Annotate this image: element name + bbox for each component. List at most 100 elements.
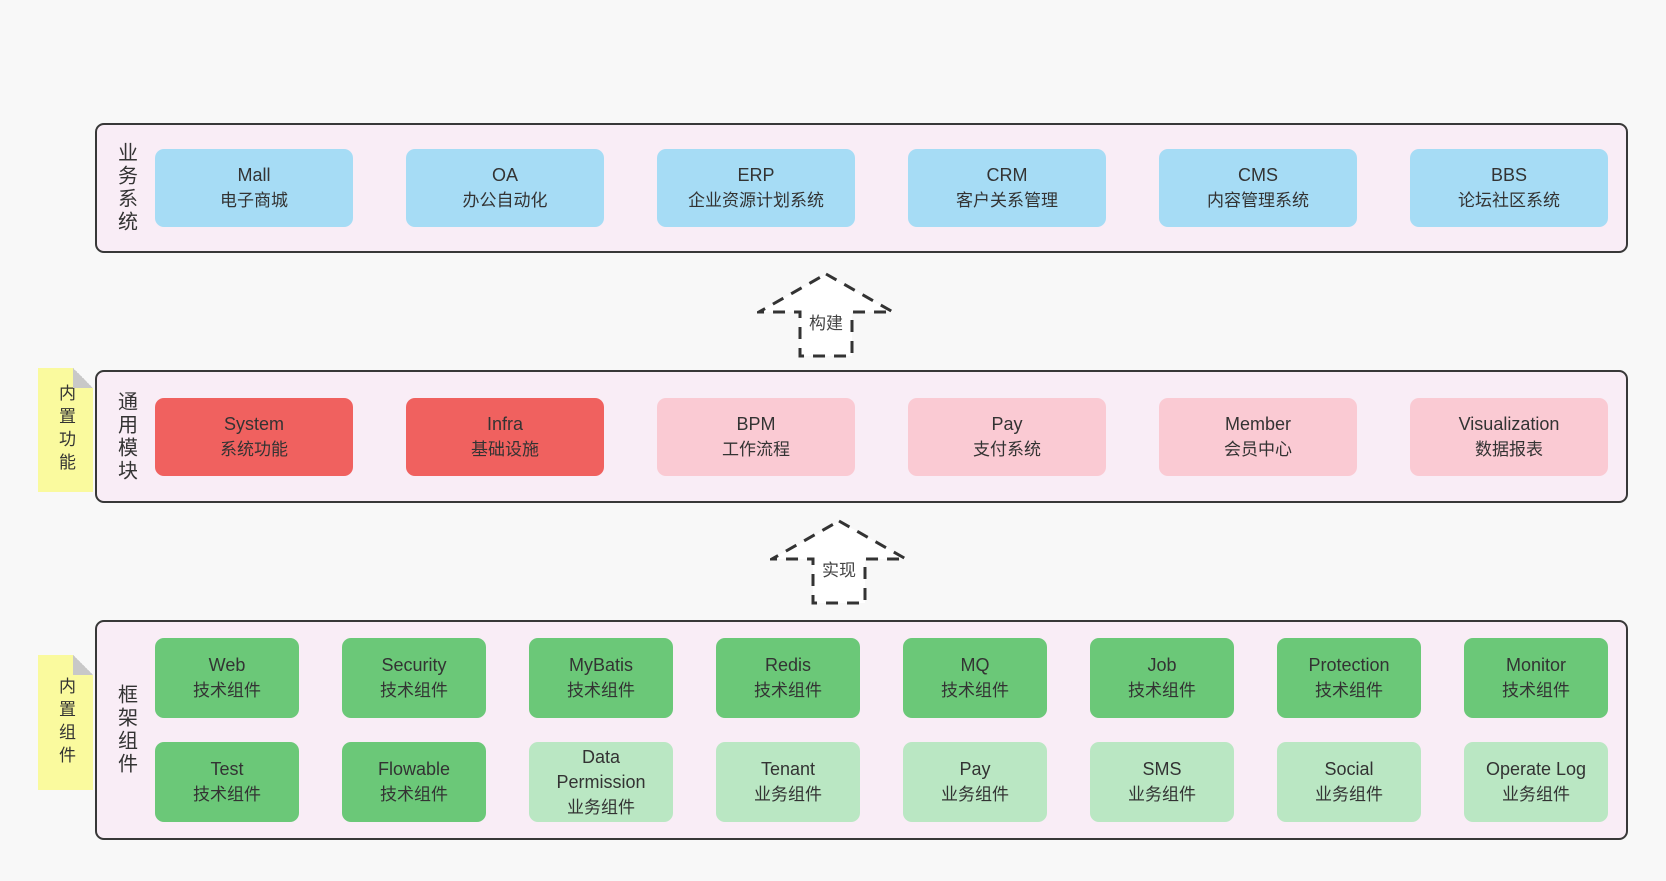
box-name: Web: [208, 655, 246, 675]
box-desc: 业务组件: [1315, 785, 1383, 804]
box-visualization: Visualization 数据报表: [1410, 397, 1608, 476]
box-desc: 技术组件: [380, 785, 448, 804]
box-oa: OA 办公自动化: [406, 149, 604, 227]
box-name: Job: [1147, 655, 1177, 675]
box-desc: 技术组件: [567, 681, 635, 700]
box-name: Protection: [1308, 655, 1390, 675]
box-desc: 技术组件: [1315, 681, 1383, 700]
box-desc: 数据报表: [1475, 439, 1543, 459]
box-name: Visualization: [1458, 413, 1560, 434]
box-protection: Protection 技术组件: [1277, 638, 1421, 718]
fold-corner-icon: [73, 655, 93, 675]
fold-corner-icon: [73, 368, 93, 388]
box-name: Test: [210, 759, 244, 779]
box-name: SMS: [1142, 759, 1182, 779]
box-name: Infra: [486, 413, 524, 434]
box-name: Security: [381, 655, 447, 675]
box-name: OA: [491, 165, 518, 185]
framework-components-label: 框架组件: [114, 684, 137, 776]
box-desc: 基础设施: [471, 439, 539, 459]
box-monitor: Monitor 技术组件: [1464, 638, 1608, 718]
box-name: CRM: [986, 165, 1028, 185]
box-flowable: Flowable 技术组件: [342, 742, 486, 822]
box-job: Job 技术组件: [1090, 638, 1234, 718]
box-name: Flowable: [377, 759, 451, 779]
box-data-permission: Data Permission 业务组件: [529, 742, 673, 822]
common-modules-label: 通用模块: [114, 390, 137, 483]
box-name: ERP: [737, 165, 775, 185]
box-name: Social: [1324, 759, 1374, 779]
business-systems-boxes: Mall 电子商城 OA 办公自动化 ERP 企业资源计划系统 CRM 客户关系管理 CMS 内容…: [155, 125, 1626, 251]
box-desc: 技术组件: [1128, 681, 1196, 700]
box-crm: CRM 客户关系管理: [908, 149, 1106, 227]
box-desc: 技术组件: [1502, 681, 1570, 700]
box-operate-log: Operate Log 业务组件: [1464, 742, 1608, 822]
box-name: BBS: [1490, 165, 1528, 185]
box-desc: 技术组件: [754, 681, 822, 700]
box-cms: CMS 内容管理系统: [1159, 149, 1357, 227]
box-erp: ERP 企业资源计划系统: [657, 149, 855, 227]
box-test: Test 技术组件: [155, 742, 299, 822]
box-desc: 技术组件: [193, 785, 261, 804]
box-desc: 办公自动化: [462, 191, 548, 210]
build-arrow: 构建: [757, 272, 895, 358]
box-name: MyBatis: [568, 655, 633, 675]
box-name: Monitor: [1505, 655, 1567, 675]
builtin-features-sticky-note: 内置功能: [38, 368, 93, 492]
box-desc: 工作流程: [722, 439, 790, 459]
box-desc: 业务组件: [754, 785, 822, 804]
box-tenant: Tenant 业务组件: [716, 742, 860, 822]
box-name: BPM: [736, 413, 776, 434]
box-bpm: BPM 工作流程: [657, 397, 855, 476]
builtin-features-sticky-label: 内置功能: [56, 384, 75, 476]
box-desc: 业务组件: [1128, 785, 1196, 804]
box-mall: Mall 电子商城: [155, 149, 353, 227]
box-name: CMS: [1238, 165, 1278, 185]
box-name: Operate Log: [1485, 759, 1587, 779]
box-desc: 业务组件: [1502, 785, 1570, 804]
builtin-components-sticky-label: 内置组件: [56, 676, 75, 769]
box-desc: 客户关系管理: [956, 191, 1058, 210]
box-desc: 企业资源计划系统: [688, 191, 824, 210]
box-desc: 技术组件: [941, 681, 1009, 700]
box-pay: Pay 业务组件: [903, 742, 1047, 822]
box-desc: 论坛社区系统: [1458, 191, 1560, 210]
box-desc: 内容管理系统: [1207, 191, 1309, 210]
box-desc: 系统功能: [220, 439, 288, 459]
implement-arrow: 实现: [770, 519, 908, 605]
box-name: Tenant: [760, 759, 816, 779]
business-systems-label: 业务系统: [114, 142, 137, 234]
box-system: System 系统功能: [155, 397, 353, 476]
box-desc: 业务组件: [567, 797, 635, 817]
box-name: Member: [1224, 413, 1291, 434]
implement-arrow-label: 实现: [817, 555, 861, 582]
builtin-components-sticky-note: 内置组件: [38, 655, 93, 790]
box-infra: Infra 基础设施: [406, 397, 604, 476]
business-systems-section: 业务系统 Mall 电子商城 OA 办公自动化 ERP 企业资源计划系统 CRM 客户关系管理…: [95, 123, 1628, 253]
box-member: Member 会员中心: [1159, 397, 1357, 476]
box-social: Social 业务组件: [1277, 742, 1421, 822]
box-mybatis: MyBatis 技术组件: [529, 638, 673, 718]
box-desc: 业务组件: [941, 785, 1009, 804]
box-name: Pay: [959, 759, 991, 779]
box-desc: 技术组件: [380, 681, 448, 700]
box-desc: 电子商城: [220, 191, 288, 210]
box-name: Mall: [237, 165, 271, 185]
box-name: Data Permission: [556, 746, 646, 792]
box-name: System: [223, 413, 284, 434]
box-desc: 会员中心: [1224, 439, 1292, 459]
box-name: MQ: [960, 655, 990, 675]
box-bbs: BBS 论坛社区系统: [1410, 149, 1608, 227]
box-security: Security 技术组件: [342, 638, 486, 718]
box-name: Pay: [991, 413, 1023, 434]
